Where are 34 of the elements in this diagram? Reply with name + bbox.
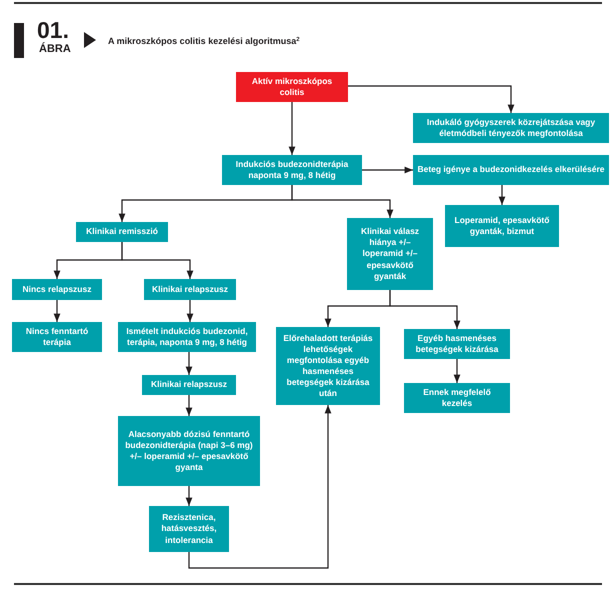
process-box: Loperamid, epesavkötő gyanták, bizmut <box>445 205 559 247</box>
arrow <box>54 300 60 322</box>
process-box: Ismételt indukciós budezonid, terápia, naponta 9 mg, 8 hétig <box>118 322 256 352</box>
process-box: Beteg igénye a budezonidkezelés elkerülésére <box>413 155 609 185</box>
arrow <box>454 359 460 383</box>
arrow <box>389 290 460 329</box>
arrow <box>498 185 506 205</box>
process-box: Klinikai válasz hiánya +/– loperamid +/– epesavkötő gyanták <box>347 218 433 290</box>
process-box: Klinikai relapszusz <box>142 375 236 395</box>
arrow <box>186 486 192 506</box>
arrow <box>121 242 194 279</box>
figure-number: 01. <box>37 19 69 42</box>
arrow <box>186 395 192 416</box>
arrow <box>291 185 394 218</box>
title: A mikroszkópos colitis kezelési algoritmusa$^{2}$ <box>108 35 300 48</box>
arrow <box>186 352 192 375</box>
process-box: Klinikai remisszió <box>76 222 168 242</box>
start-box: Aktív mikroszkópos colitis <box>236 72 348 102</box>
arrow <box>186 300 194 322</box>
process-box: Indukáló gyógyszerek közrejátszása vagy életmódbeli tényezők megfontolása <box>413 113 609 143</box>
process-box: Rezisztenica, hatásvesztés, intolerancia <box>149 506 229 552</box>
process-box: Nincs fenntartó terápia <box>12 322 102 352</box>
figure-label: ÁBRA <box>39 44 71 55</box>
process-box: Klinikai relapszusz <box>144 279 236 300</box>
process-box: Előrehaladott terápiás lehetőségek megfontolása egyéb hasmenéses betegségek kizárása után <box>276 327 380 405</box>
process-box: Ennek megfelelő kezelés <box>404 383 510 413</box>
process-box: Indukciós budezonidterápia naponta 9 mg, 8 hétig <box>222 155 362 185</box>
arrow <box>188 405 332 569</box>
arrow <box>348 85 514 113</box>
arrow <box>288 102 296 155</box>
process-box: Nincs relapszusz <box>12 279 102 300</box>
arrow <box>362 166 413 174</box>
process-box: Egyéb hasmenéses betegségek kizárása <box>404 329 510 359</box>
process-box: Alacsonyabb dózisú fenntartó budezonidterápia (napi 3–6 mg) +/– loperamid +/– epesavkötő gyanta <box>118 416 260 486</box>
